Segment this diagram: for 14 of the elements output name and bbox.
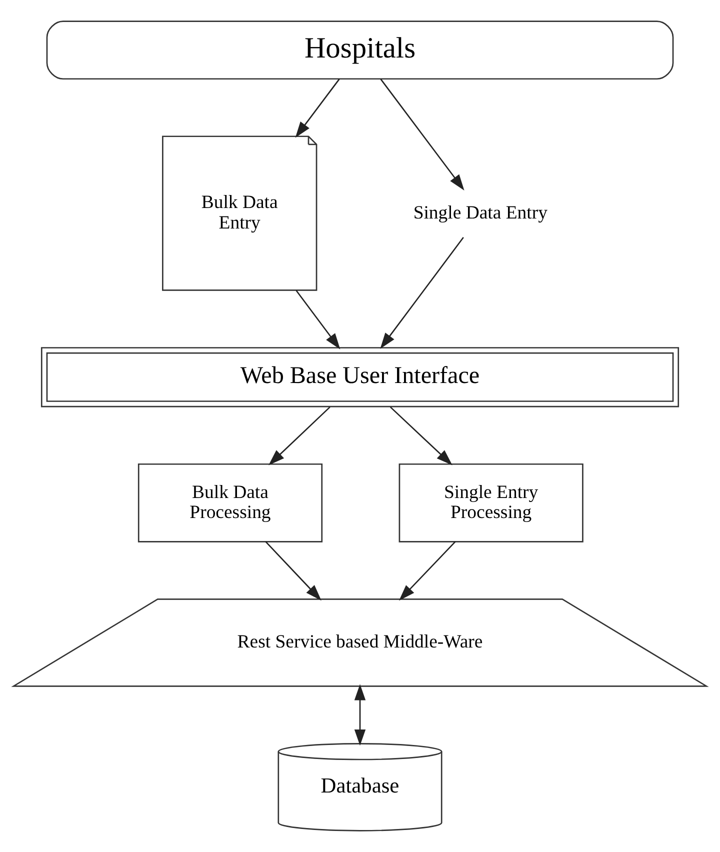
arrow	[354, 684, 366, 746]
node-box: Web Base User Interface	[40, 347, 680, 408]
node-box: Bulk Data Processing	[138, 463, 323, 542]
arrow	[390, 406, 452, 466]
arrow	[295, 78, 340, 138]
node-text: Single Data Entry	[413, 202, 548, 224]
arrow	[265, 541, 322, 601]
arrow	[268, 406, 330, 466]
node-box: Single Entry Processing	[398, 463, 584, 542]
arrow	[380, 78, 464, 191]
arrow	[296, 290, 340, 350]
node-box: Hospitals	[46, 20, 674, 80]
arrow	[380, 237, 464, 349]
arrow	[399, 541, 456, 601]
